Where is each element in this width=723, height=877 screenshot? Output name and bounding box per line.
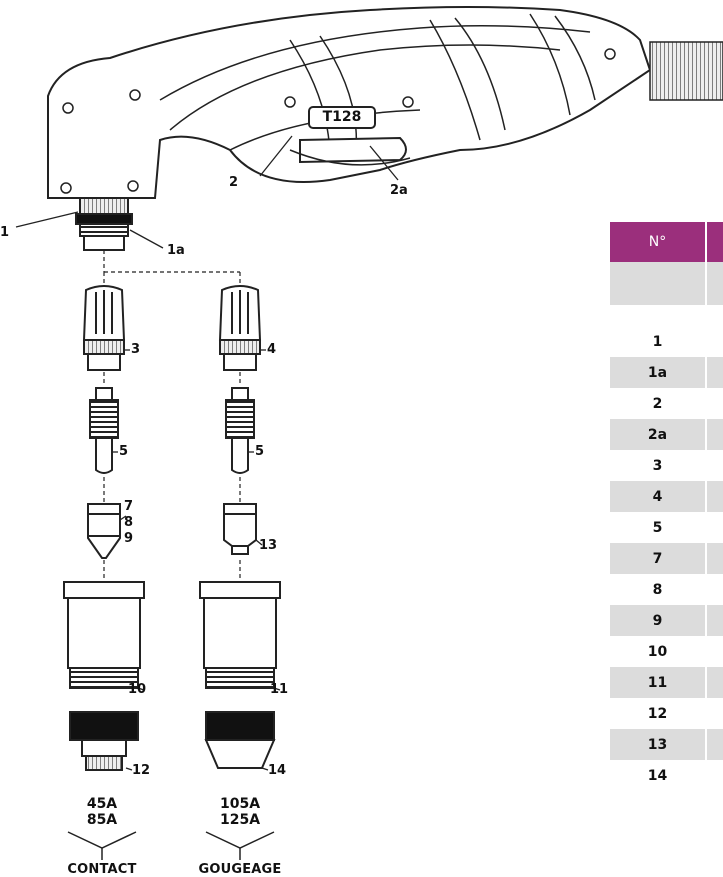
description-cell <box>705 605 723 636</box>
table-row: 14 <box>610 760 723 791</box>
blank-cell <box>610 305 706 326</box>
electrode-5-left <box>89 387 119 474</box>
assembly-guides <box>103 250 241 745</box>
description-cell <box>705 357 723 388</box>
tip-13 <box>223 503 257 555</box>
label-7: 7 <box>124 499 134 514</box>
description-cell <box>705 481 723 512</box>
label-12: 12 <box>132 763 151 778</box>
part-number-cell: 3 <box>652 457 663 474</box>
shield-cup-11 <box>199 581 281 689</box>
part-number-cell: 10 <box>647 643 668 660</box>
description-cell <box>705 326 723 357</box>
table-row: 1a <box>610 357 723 388</box>
table-row: 10 <box>610 636 723 667</box>
label-13: 13 <box>259 538 278 553</box>
part-leaders <box>112 349 281 771</box>
electrode-5-right <box>225 387 255 474</box>
part-number-cell: 1a <box>610 357 706 388</box>
label-10: 10 <box>128 682 147 697</box>
table-row: 7 <box>610 543 723 574</box>
col-header-number: N° <box>610 222 706 262</box>
label-1: 1 <box>0 225 10 240</box>
label-5-right: 5 <box>255 444 265 459</box>
table-row <box>610 262 723 305</box>
description-cell <box>705 419 723 450</box>
part-number-cell: 2a <box>610 419 706 450</box>
label-1a: 1a <box>167 243 185 258</box>
part-number-cell: 8 <box>652 581 663 598</box>
parts-table: N° 1 1a 2 2a 3 4 5 7 8 9 10 11 12 13 14 <box>610 222 723 791</box>
model-badge: T128 <box>308 106 376 129</box>
part-number-cell <box>610 262 706 305</box>
torch-handle <box>47 6 652 199</box>
description-cell <box>705 574 723 605</box>
mode-gougeage: GOUGEAGE <box>198 862 282 877</box>
table-row: 13 <box>610 729 723 760</box>
leader-lines <box>15 135 399 249</box>
table-row: 5 <box>610 512 723 543</box>
table-row: 2 <box>610 388 723 419</box>
swirl-ring-3 <box>82 285 126 371</box>
description-cell <box>705 543 723 574</box>
shield-cup-10 <box>63 581 145 689</box>
description-cell <box>705 450 723 481</box>
braces <box>67 831 275 860</box>
part-number-cell: 1 <box>652 333 663 350</box>
part-number-cell: 11 <box>610 667 706 698</box>
description-cell <box>705 512 723 543</box>
table-row: 3 <box>610 450 723 481</box>
description-cell <box>705 729 723 760</box>
amps-left-2: 85A <box>86 812 118 828</box>
table-row: 9 <box>610 605 723 636</box>
description-cell <box>705 636 723 667</box>
part-number-cell: 2 <box>652 395 663 412</box>
part-number-cell: 13 <box>610 729 706 760</box>
col-header-2 <box>705 222 723 262</box>
label-9: 9 <box>124 531 134 546</box>
table-header-row: N° <box>610 222 723 262</box>
label-11: 11 <box>270 682 289 697</box>
description-cell <box>705 667 723 698</box>
description-cell <box>705 760 723 791</box>
nozzle-14 <box>204 711 276 769</box>
table-row: 1 <box>610 326 723 357</box>
table-row: 8 <box>610 574 723 605</box>
amps-left-1: 45A <box>86 796 118 812</box>
table-row: 2a <box>610 419 723 450</box>
cable-spring <box>649 41 723 101</box>
description-cell <box>705 698 723 729</box>
description-cell <box>705 262 723 305</box>
swirl-ring-4 <box>218 285 262 371</box>
part-number-cell: 14 <box>647 767 668 784</box>
label-14: 14 <box>268 763 287 778</box>
description-cell <box>705 388 723 419</box>
nozzle-12 <box>69 711 139 771</box>
table-row: 11 <box>610 667 723 698</box>
table-row <box>610 305 723 326</box>
table-row: 4 <box>610 481 723 512</box>
label-8: 8 <box>124 515 134 530</box>
part-number-cell: 5 <box>652 519 663 536</box>
tip-7-8-9 <box>87 503 121 559</box>
screws <box>60 48 616 194</box>
table-row: 12 <box>610 698 723 729</box>
amps-right-2: 125A <box>219 812 261 828</box>
part-number-cell: 4 <box>610 481 706 512</box>
torch-head <box>75 197 133 251</box>
blank-cell <box>705 305 723 326</box>
label-3: 3 <box>131 342 141 357</box>
label-2a: 2a <box>390 183 408 198</box>
label-4: 4 <box>267 342 277 357</box>
mode-contact: CONTACT <box>67 862 137 877</box>
part-number-cell: 7 <box>610 543 706 574</box>
amps-right-1: 105A <box>219 796 261 812</box>
label-5-left: 5 <box>119 444 129 459</box>
label-2: 2 <box>229 175 239 190</box>
part-number-cell: 12 <box>647 705 668 722</box>
part-number-cell: 9 <box>610 605 706 636</box>
